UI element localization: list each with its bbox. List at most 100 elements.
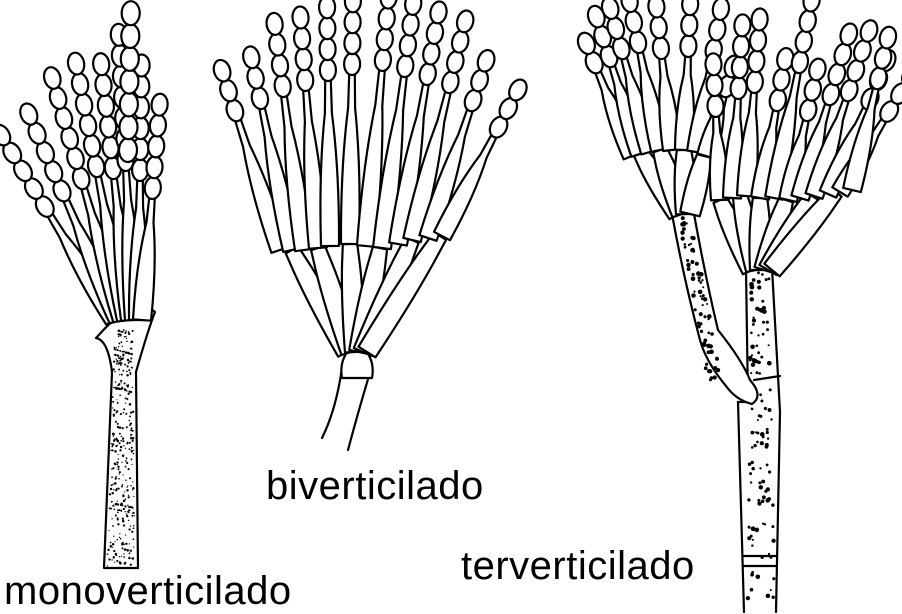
stipe-speckle: [116, 363, 118, 365]
stipe-speckle: [126, 426, 128, 428]
terverticillate-conidiophore: [575, 0, 902, 612]
ter-right-0-conidium: [705, 53, 722, 76]
bi-3-conidium: [295, 48, 313, 71]
stipe-speckle: [126, 513, 127, 514]
main-stipe-speckle: [759, 415, 762, 418]
ramus-speckle: [707, 350, 711, 354]
ramus-speckle: [703, 315, 706, 318]
stipe-speckle: [132, 430, 134, 432]
stipe-speckle: [122, 454, 125, 457]
ramus-speckle: [697, 324, 701, 328]
main-stipe-speckle: [752, 318, 756, 322]
stipe-speckle: [128, 520, 130, 522]
ramus-speckle: [681, 216, 685, 220]
mono-4-conidium: [94, 73, 112, 97]
main-stipe-speckle: [758, 481, 761, 484]
main-stipe-speckle: [759, 485, 763, 489]
stipe-speckle: [112, 401, 114, 403]
bi-2-conidium: [271, 53, 290, 77]
stipe-speckle: [114, 561, 115, 562]
main-stipe-speckle: [769, 388, 772, 391]
stipe-speckle: [125, 330, 126, 331]
bi-8-conidium: [425, 21, 445, 45]
main-stipe-speckle: [766, 487, 770, 491]
stipe-speckle: [126, 340, 128, 342]
ramus-speckle: [687, 267, 691, 271]
ramus-speckle: [710, 332, 714, 336]
ter-left-3-conidium: [624, 9, 644, 34]
main-stipe-speckle: [750, 588, 754, 592]
stipe-speckle: [114, 354, 116, 356]
stipe-speckle: [122, 520, 125, 523]
stipe-speckle: [121, 462, 122, 463]
stipe-speckle: [119, 471, 121, 473]
bi-5-phialide: [341, 74, 360, 244]
mono-3-conidium: [78, 113, 98, 138]
stipe-speckle: [117, 500, 118, 501]
main-stipe-speckle: [759, 467, 761, 469]
stipe-speckle: [123, 524, 125, 526]
ter-right-4-conidium: [794, 29, 814, 54]
main-stipe-speckle: [752, 539, 754, 541]
ramus-speckle: [682, 223, 685, 226]
stipe-speckle: [131, 447, 133, 449]
stipe-speckle: [128, 512, 129, 513]
main-stipe-speckle: [750, 297, 754, 301]
stipe-speckle: [123, 329, 125, 331]
stipe-speckle: [124, 562, 126, 564]
bi-9-conidium: [440, 70, 461, 95]
stipe-speckle: [118, 388, 121, 391]
stipe-speckle: [118, 383, 120, 385]
main-stipe-speckle: [767, 437, 769, 439]
ramus-speckle: [686, 259, 689, 262]
stipe-speckle: [129, 415, 131, 417]
stipe-speckle: [111, 443, 112, 444]
ramus-speckle: [698, 276, 701, 279]
stipe-speckle: [121, 387, 123, 389]
main-stipe-speckle: [761, 273, 764, 276]
stipe-speckle: [122, 494, 124, 496]
stipe-speckle: [127, 505, 128, 507]
bi-8-conidium: [429, 0, 449, 24]
stipe-speckle: [117, 355, 119, 357]
stipe-speckle: [115, 489, 117, 491]
stipe-speckle: [132, 411, 134, 413]
stipe-speckle: [118, 369, 120, 371]
stipe-speckle: [127, 386, 129, 388]
stipe-speckle: [117, 487, 119, 489]
ter-right-5-conidium: [807, 57, 827, 82]
bi-5-conidium: [344, 32, 360, 54]
stipe-speckle: [121, 556, 122, 557]
main-stipe-speckle: [760, 356, 763, 359]
stipe-speckle: [110, 545, 112, 547]
main-stipe-speckle: [751, 354, 753, 356]
main-stipe-speckle: [757, 419, 759, 421]
bi-5-conidium: [344, 53, 360, 75]
stipe-speckle: [132, 440, 134, 442]
main-stipe-speckle: [757, 361, 760, 364]
stipe-speckle: [130, 353, 132, 355]
bi-8-conidium: [418, 62, 438, 86]
mono-7-conidium: [146, 156, 164, 179]
mono-long-conidium: [119, 115, 137, 139]
bi-5-conidium: [345, 0, 361, 12]
stipe-speckle: [120, 503, 123, 506]
stipe-speckle: [113, 550, 115, 552]
stipe-speckle: [118, 458, 119, 459]
ter-right-5-conidium: [803, 77, 823, 102]
stipe-speckle: [131, 367, 133, 369]
stipe-speckle: [113, 409, 115, 411]
stipe-speckle: [112, 467, 114, 469]
stipe-speckle: [113, 360, 115, 362]
stipe-speckle: [117, 523, 119, 525]
biverticilado-label: biverticilado: [266, 466, 484, 506]
main-stipe-speckle: [760, 555, 763, 558]
stipe-speckle: [116, 412, 118, 414]
stipe: [96, 305, 155, 568]
stipe-speckle: [114, 450, 117, 453]
main-stipe-speckle: [747, 498, 750, 501]
mono-3-conidium: [74, 92, 94, 117]
stipe-speckle: [120, 334, 121, 335]
stipe-speckle: [113, 489, 114, 490]
bi-7-conidium: [404, 0, 423, 16]
